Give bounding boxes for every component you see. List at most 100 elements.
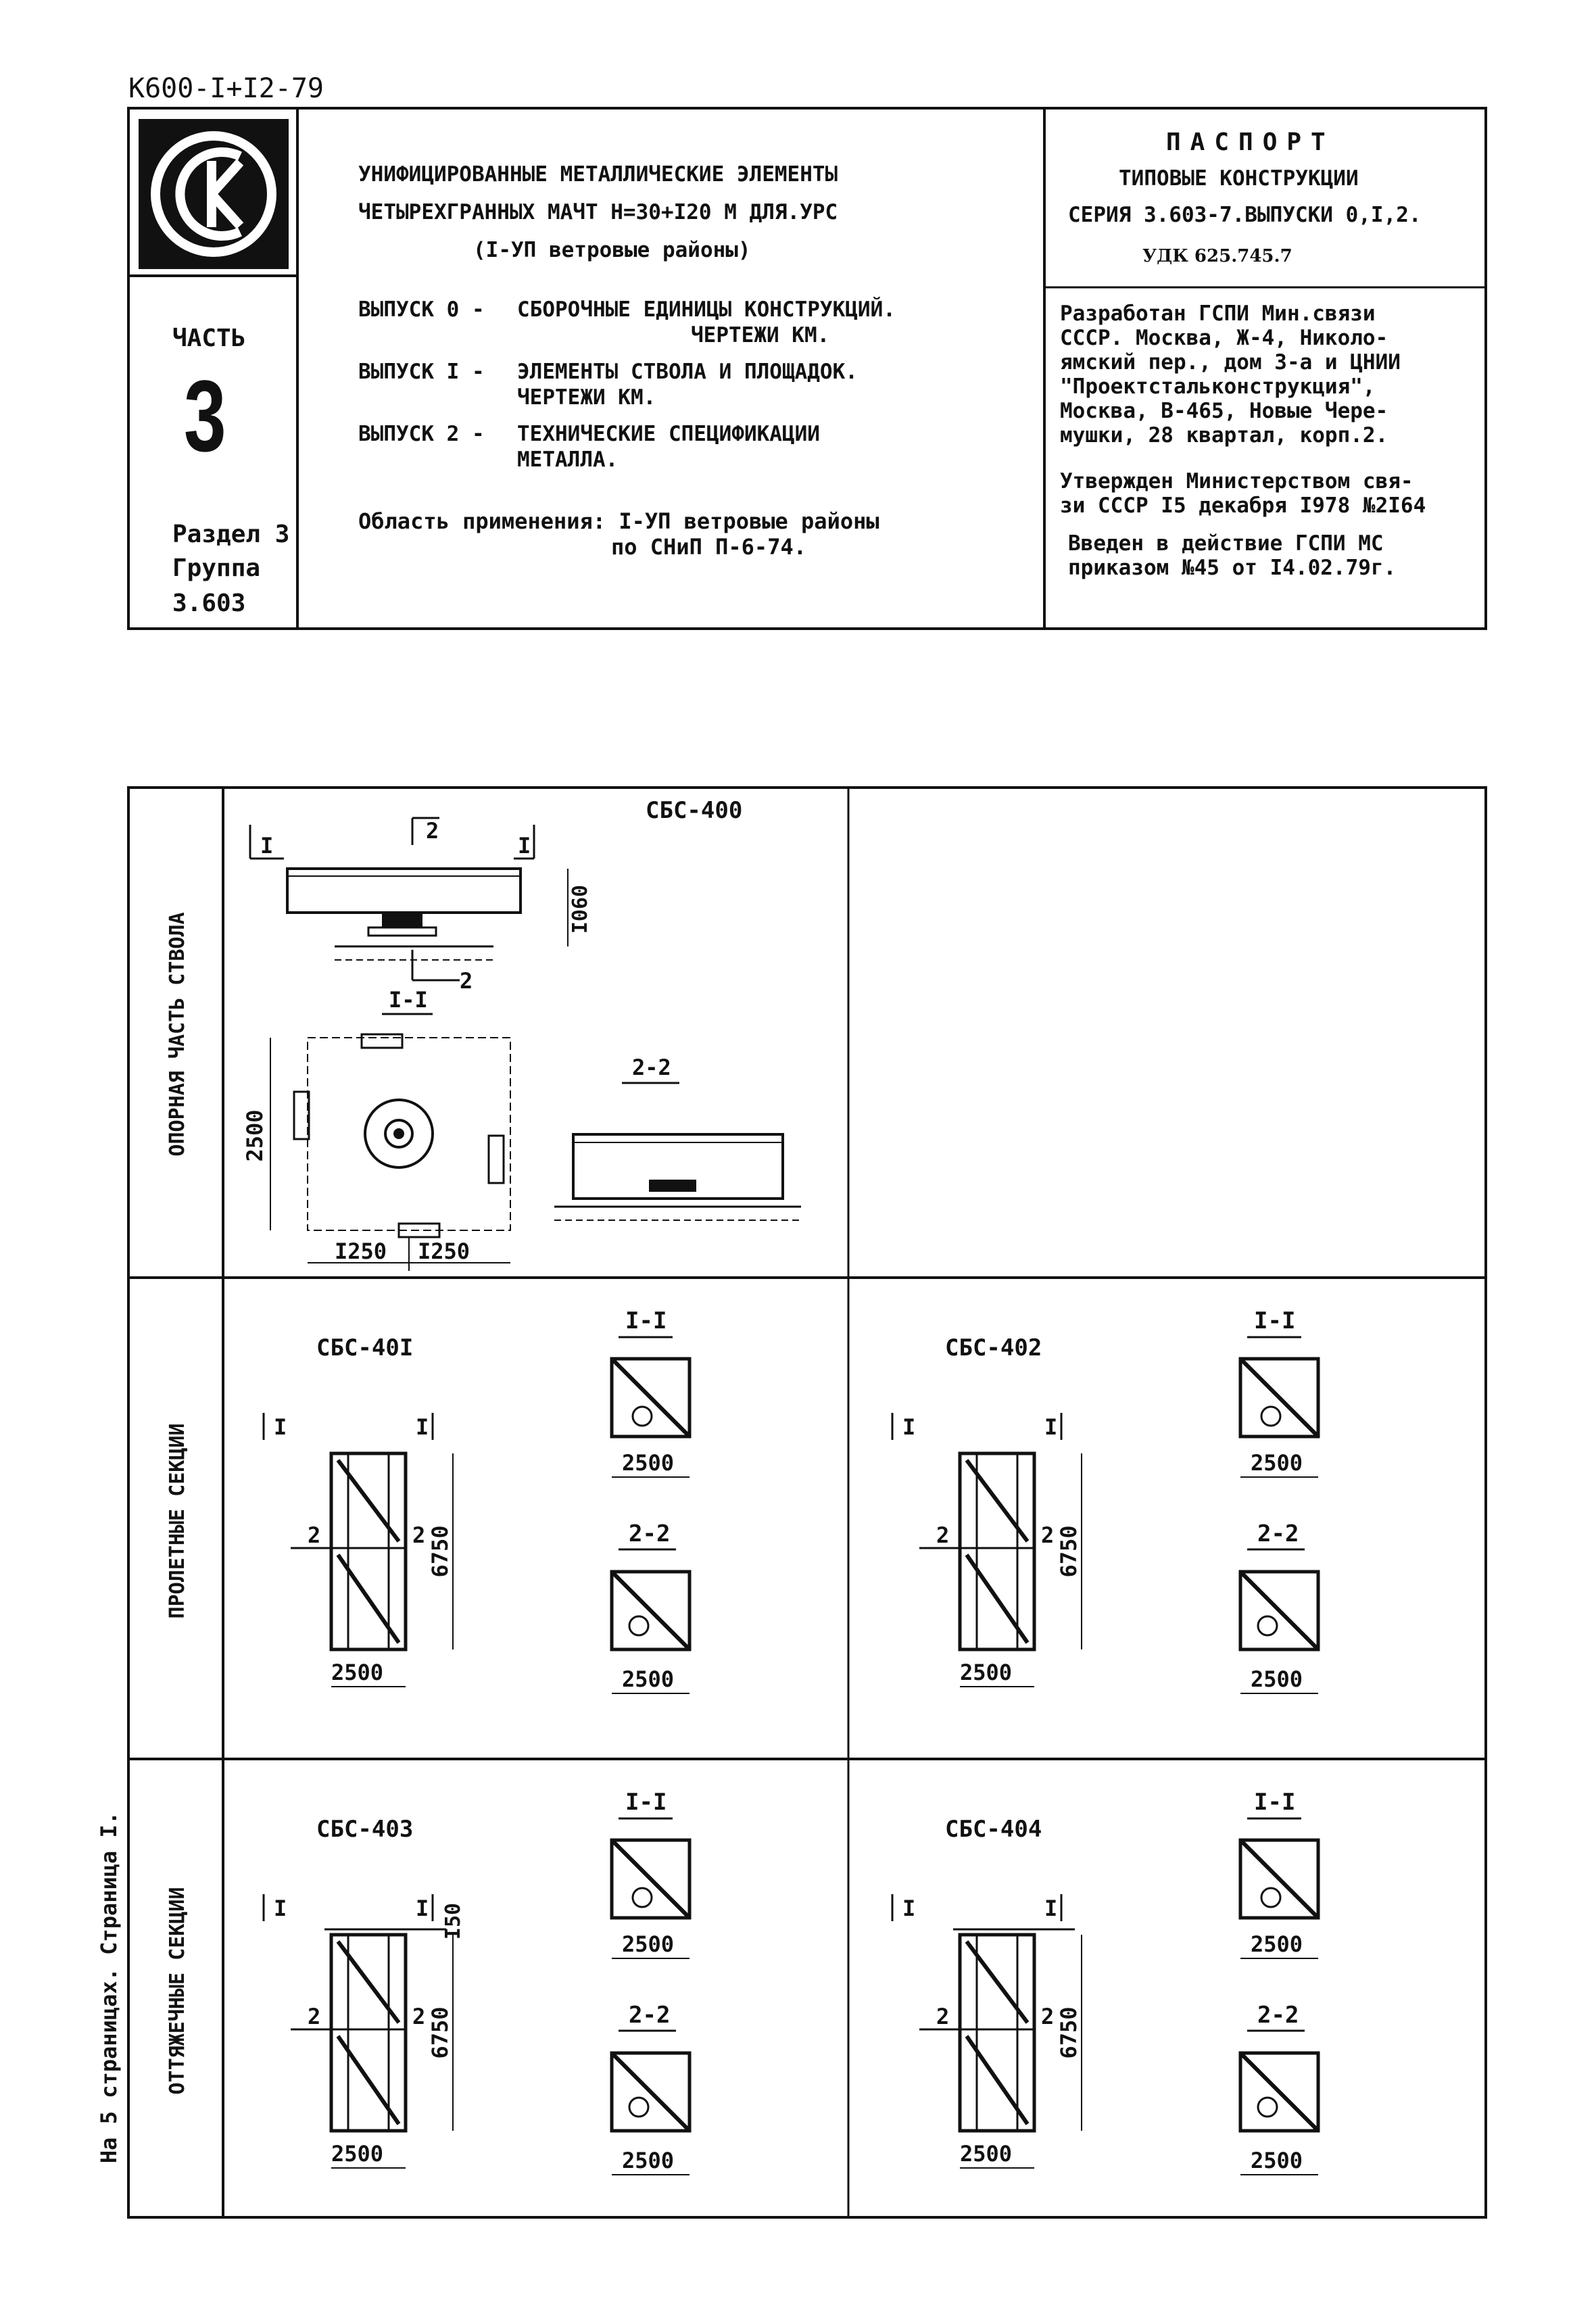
issue-2-label: ВЫПУСК 2 - — [358, 422, 485, 446]
sbs401-plan22-frame — [610, 1570, 692, 1651]
sbs400-sec-22: 2-2 — [632, 1055, 671, 1080]
sbs403-dim-width: 2500 — [331, 2141, 383, 2167]
sbs404-mark2-right: 2 — [1041, 2004, 1054, 2029]
sbs402-plan22-frame — [1238, 1570, 1320, 1651]
sbs400-mark-right: I — [518, 833, 531, 859]
developer-line-2: СССР. Москва, Ж-4, Николо- — [1060, 326, 1388, 350]
sbs400-dim-w1: I250 — [335, 1238, 387, 1264]
sbs401-mark2-right: 2 — [412, 1522, 425, 1548]
sbs403-tower-brace — [336, 2035, 401, 2125]
sbs404-plan11-dim: 2500 — [1251, 1931, 1303, 1957]
issue-1-text2: ЧЕРТЕЖИ КМ. — [517, 385, 656, 410]
issue-2-text1: ТЕХНИЧЕСКИЕ СПЕЦИФИКАЦИИ — [517, 422, 820, 446]
sbs404-tower-brace — [965, 2035, 1030, 2125]
sbs403-plan11-brace — [610, 1838, 692, 1920]
sbs400-mark-top: 2 — [426, 818, 439, 844]
udk: УДК 625.745.7 — [1142, 246, 1292, 266]
sbs400-dim-w2: I250 — [418, 1238, 470, 1264]
sbs402-mark2-right: 2 — [1041, 1522, 1054, 1548]
sbs404-mark-right: I — [1044, 1896, 1057, 1921]
sbs404-plan22-brace — [1238, 2051, 1320, 2133]
sbs404-plan22-frame — [1238, 2051, 1320, 2133]
issue-2-text2: МЕТАЛЛА. — [517, 448, 619, 472]
sbs403-plan22-ring — [628, 2096, 650, 2118]
sbs401-mark2-left: 2 — [308, 1522, 320, 1548]
sbs402-mark2-left: 2 — [936, 1522, 949, 1548]
sbs402-plan11-ring — [1260, 1405, 1282, 1427]
sbs402-plan22-dim: 2500 — [1251, 1666, 1303, 1692]
sbs403-dim-height: 6750 — [427, 2006, 453, 2058]
section-line-1: Раздел 3 — [172, 521, 290, 548]
developer-line-1: Разработан ГСПИ Мин.связи — [1060, 301, 1376, 326]
scope-line-1: Область применения: I-УП ветровые районы — [358, 508, 879, 534]
sbs402-sec-11: I-I — [1254, 1307, 1295, 1334]
sbs402-mark-left: I — [902, 1414, 915, 1440]
passport-title: ПАСПОРТ — [1166, 128, 1335, 156]
sbs401-mark-left: I — [274, 1414, 287, 1440]
sbs403-plan11-frame — [610, 1838, 692, 1920]
sbs403-plan11-dim: 2500 — [622, 1931, 674, 1957]
sbs404-plan22-ring — [1257, 2096, 1278, 2118]
sbs402-plan22-ring — [1257, 1615, 1278, 1637]
sbs403-mark-right: I — [416, 1896, 429, 1921]
sbs403-plan22-brace — [610, 2051, 692, 2133]
sbs401-tower-frame — [329, 1451, 408, 1651]
title-line-1: УНИФИЦИРОВАННЫЕ МЕТАЛЛИЧЕСКИЕ ЭЛЕМЕНТЫ — [358, 162, 838, 187]
sbs401-dim-height: 6750 — [427, 1525, 453, 1577]
sbs400-mark-left: I — [260, 833, 273, 859]
section-line-3: 3.603 — [172, 589, 246, 617]
ck-logo: СК — [139, 119, 289, 269]
sbs404-mark2-left: 2 — [936, 2004, 949, 2029]
sbs401-plan22-brace — [610, 1570, 692, 1651]
sbs402-dim-width: 2500 — [960, 1660, 1012, 1685]
developer-line-3: ямский пер., дом 3-а и ЦНИИ — [1060, 350, 1401, 375]
part-label: ЧАСТЬ — [172, 324, 246, 352]
approved-line-2: зи СССР I5 декабря I978 №2I64 — [1060, 493, 1426, 518]
developer-line-6: мушки, 28 квартал, корп.2. — [1060, 423, 1388, 448]
sbs403-plan22-dim: 2500 — [622, 2148, 674, 2173]
enacted-line-2: приказом №45 от I4.02.79г. — [1068, 556, 1397, 580]
sbs400-name: СБС-400 — [646, 797, 742, 824]
issue-0-text2: ЧЕРТЕЖИ КМ. — [691, 323, 830, 347]
issue-1-label: ВЫПУСК I - — [358, 360, 485, 384]
sbs404-dim-width: 2500 — [960, 2141, 1012, 2167]
sbs404-plan22-dim: 2500 — [1251, 2148, 1303, 2173]
sbs403-sec-22: 2-2 — [629, 2002, 670, 2029]
sbs402-dim-height: 6750 — [1056, 1525, 1082, 1577]
sbs404-sec-11: I-I — [1254, 1789, 1295, 1816]
row-label-guy: ОТТЯЖЕЧНЫЕ СЕКЦИИ — [166, 1887, 189, 2094]
drawing-sbs-400: СБС-400 I I 2 I060 2 I-I 2500 — [242, 797, 801, 1271]
sbs401-mark-right: I — [416, 1414, 429, 1440]
sbs401-dim-width: 2500 — [331, 1660, 383, 1685]
ck-logo-icon — [151, 131, 276, 257]
sbs401-plan11-frame — [610, 1357, 692, 1439]
sbs404-sec-22: 2-2 — [1257, 2002, 1299, 2029]
sbs403-name: СБС-403 — [316, 1816, 413, 1843]
sbs401-sec-22: 2-2 — [629, 1520, 670, 1547]
enacted-line-1: Введен в действие ГСПИ МС — [1068, 531, 1384, 556]
sbs401-plan22-ring — [628, 1615, 650, 1637]
sbs403-mark2-left: 2 — [308, 2004, 320, 2029]
sbs400-sec-11: I-I — [389, 987, 428, 1013]
sbs402-plan22-brace — [1238, 1570, 1320, 1651]
sbs401-tower-brace — [336, 1459, 401, 1543]
passport-line-1: ТИПОВЫЕ КОНСТРУКЦИИ — [1119, 166, 1359, 191]
sbs400-dim-side: 2500 — [242, 1109, 268, 1161]
issue-1-text1: ЭЛЕМЕНТЫ СТВОЛА И ПЛОЩАДОК. — [517, 360, 858, 384]
side-note: На 5 страницах. Страница I. — [96, 1812, 122, 2163]
sbs402-tower-brace — [965, 1553, 1030, 1644]
sbs402-name: СБС-402 — [945, 1334, 1042, 1361]
sbs404-dim-height: 6750 — [1056, 2006, 1082, 2058]
sbs401-tower-brace — [336, 1553, 401, 1644]
title-line-2: ЧЕТЫРЕХГРАННЫХ МАЧТ Н=30+I20 М ДЛЯ.УРС — [358, 200, 838, 224]
document-code: К600-I+I2-79 — [128, 73, 324, 104]
issue-0-label: ВЫПУСК 0 - — [358, 297, 485, 322]
sbs403-plan22-frame — [610, 2051, 692, 2133]
title-line-3: (I-УП ветровые районы) — [473, 238, 751, 262]
sbs404-name: СБС-404 — [945, 1816, 1042, 1843]
sbs402-plan11-frame — [1238, 1357, 1320, 1439]
sbs401-plan22-dim: 2500 — [622, 1666, 674, 1692]
approved-line-1: Утвержден Министерством свя- — [1060, 469, 1413, 493]
sbs403-dim-top: I50 — [441, 1903, 465, 1939]
